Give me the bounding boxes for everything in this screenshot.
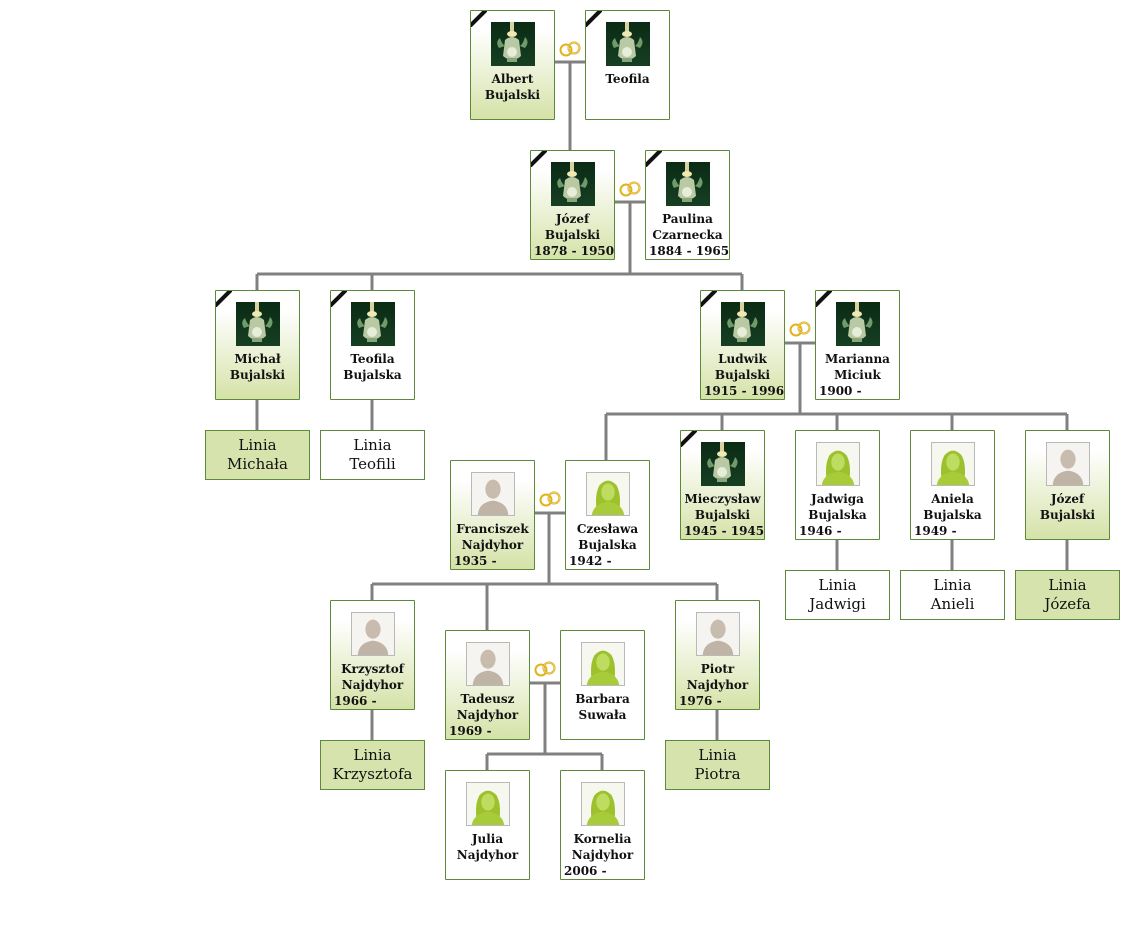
person-name: Paulina Czarnecka — [652, 212, 723, 242]
deceased-photo-icon — [721, 302, 765, 346]
deceased-photo-icon — [551, 162, 595, 206]
person-dates: 1900 - — [819, 384, 862, 398]
deceased-photo-icon — [236, 302, 280, 346]
male-silhouette-icon — [471, 472, 515, 516]
person-dates: 1945 - 1945 — [684, 524, 765, 538]
person-name: Mieczysław Bujalski — [684, 492, 761, 522]
person-dates: 1949 - — [914, 524, 957, 538]
person-card-tadeusz[interactable]: Tadeusz Najdyhor 1969 - — [445, 630, 530, 740]
lineage-button-teofili[interactable]: Linia Teofili — [320, 430, 425, 480]
wedding-rings-icon — [787, 321, 813, 337]
lineage-button-piotra[interactable]: Linia Piotra — [665, 740, 770, 790]
person-card-teofila-sr[interactable]: Teofila — [585, 10, 670, 120]
person-card-ludwik[interactable]: Ludwik Bujalski 1915 - 1996 — [700, 290, 785, 400]
person-card-kornelia[interactable]: Kornelia Najdyhor 2006 - — [560, 770, 645, 880]
person-card-piotr[interactable]: Piotr Najdyhor 1976 - — [675, 600, 760, 710]
male-silhouette-icon — [351, 612, 395, 656]
person-name: Tadeusz Najdyhor — [456, 692, 519, 722]
wedding-rings-icon — [617, 181, 643, 197]
person-card-barbara[interactable]: Barbara Suwała — [560, 630, 645, 740]
female-silhouette-icon — [816, 442, 860, 486]
person-name: Józef Bujalski — [1039, 492, 1096, 522]
person-name: Józef Bujalski — [544, 212, 601, 242]
wedding-rings-icon — [557, 41, 583, 57]
person-card-aniela[interactable]: Aniela Bujalska 1949 - — [910, 430, 995, 540]
person-card-czeslawa[interactable]: Czesława Bujalska 1942 - — [565, 460, 650, 570]
person-name: Marianna Miciuk — [825, 352, 890, 382]
female-silhouette-icon — [466, 782, 510, 826]
person-dates: 1946 - — [799, 524, 842, 538]
deceased-photo-icon — [491, 22, 535, 66]
mourning-ribbon-icon — [816, 291, 832, 307]
mourning-ribbon-icon — [586, 11, 602, 27]
mourning-ribbon-icon — [531, 151, 547, 167]
mourning-ribbon-icon — [471, 11, 487, 27]
person-card-jozef-jr[interactable]: Józef Bujalski — [1025, 430, 1110, 540]
person-dates: 1884 - 1965 — [649, 244, 730, 258]
person-dates: 1966 - — [334, 694, 377, 708]
male-silhouette-icon — [1046, 442, 1090, 486]
person-name: Franciszek Najdyhor — [456, 522, 529, 552]
deceased-photo-icon — [351, 302, 395, 346]
person-card-teofila-b[interactable]: Teofila Bujalska — [330, 290, 415, 400]
person-name: Jadwiga Bujalska — [808, 492, 867, 522]
person-name: Julia Najdyhor — [456, 832, 519, 862]
wedding-rings-icon — [537, 491, 563, 507]
deceased-photo-icon — [836, 302, 880, 346]
wedding-rings-icon — [532, 661, 558, 677]
mourning-ribbon-icon — [216, 291, 232, 307]
person-card-michal[interactable]: Michał Bujalski — [215, 290, 300, 400]
female-silhouette-icon — [586, 472, 630, 516]
person-dates: 1878 - 1950 — [534, 244, 615, 258]
person-name: Krzysztof Najdyhor — [341, 662, 404, 692]
lineage-button-anieli[interactable]: Linia Anieli — [900, 570, 1005, 620]
person-card-franciszek[interactable]: Franciszek Najdyhor 1935 - — [450, 460, 535, 570]
mourning-ribbon-icon — [646, 151, 662, 167]
person-dates: 1935 - — [454, 554, 497, 568]
person-name: Teofila — [605, 72, 650, 86]
person-card-julia[interactable]: Julia Najdyhor — [445, 770, 530, 880]
female-silhouette-icon — [581, 782, 625, 826]
lineage-button-krzysztofa[interactable]: Linia Krzysztofa — [320, 740, 425, 790]
mourning-ribbon-icon — [701, 291, 717, 307]
person-card-paulina[interactable]: Paulina Czarnecka 1884 - 1965 — [645, 150, 730, 260]
person-dates: 1915 - 1996 — [704, 384, 785, 398]
person-dates: 1976 - — [679, 694, 722, 708]
person-name: Czesława Bujalska — [576, 522, 639, 552]
person-name: Albert Bujalski — [484, 72, 541, 102]
person-dates: 1942 - — [569, 554, 612, 568]
person-card-mieczyslaw[interactable]: Mieczysław Bujalski 1945 - 1945 — [680, 430, 765, 540]
person-card-albert[interactable]: Albert Bujalski — [470, 10, 555, 120]
person-name: Kornelia Najdyhor — [571, 832, 634, 862]
lineage-button-michala[interactable]: Linia Michała — [205, 430, 310, 480]
person-name: Teofila Bujalska — [343, 352, 402, 382]
mourning-ribbon-icon — [331, 291, 347, 307]
person-card-jozef-sr[interactable]: Józef Bujalski 1878 - 1950 — [530, 150, 615, 260]
lineage-button-jadwigi[interactable]: Linia Jadwigi — [785, 570, 890, 620]
person-name: Barbara Suwała — [575, 692, 630, 722]
person-card-marianna[interactable]: Marianna Miciuk 1900 - — [815, 290, 900, 400]
person-card-krzysztof[interactable]: Krzysztof Najdyhor 1966 - — [330, 600, 415, 710]
deceased-photo-icon — [666, 162, 710, 206]
female-silhouette-icon — [931, 442, 975, 486]
person-name: Aniela Bujalska — [923, 492, 982, 522]
male-silhouette-icon — [466, 642, 510, 686]
deceased-photo-icon — [606, 22, 650, 66]
mourning-ribbon-icon — [681, 431, 697, 447]
person-dates: 2006 - — [564, 864, 607, 878]
person-name: Piotr Najdyhor — [686, 662, 749, 692]
person-dates: 1969 - — [449, 724, 492, 738]
lineage-button-jozefa[interactable]: Linia Józefa — [1015, 570, 1120, 620]
person-name: Michał Bujalski — [229, 352, 286, 382]
female-silhouette-icon — [581, 642, 625, 686]
deceased-photo-icon — [701, 442, 745, 486]
person-name: Ludwik Bujalski — [714, 352, 771, 382]
male-silhouette-icon — [696, 612, 740, 656]
person-card-jadwiga[interactable]: Jadwiga Bujalska 1946 - — [795, 430, 880, 540]
